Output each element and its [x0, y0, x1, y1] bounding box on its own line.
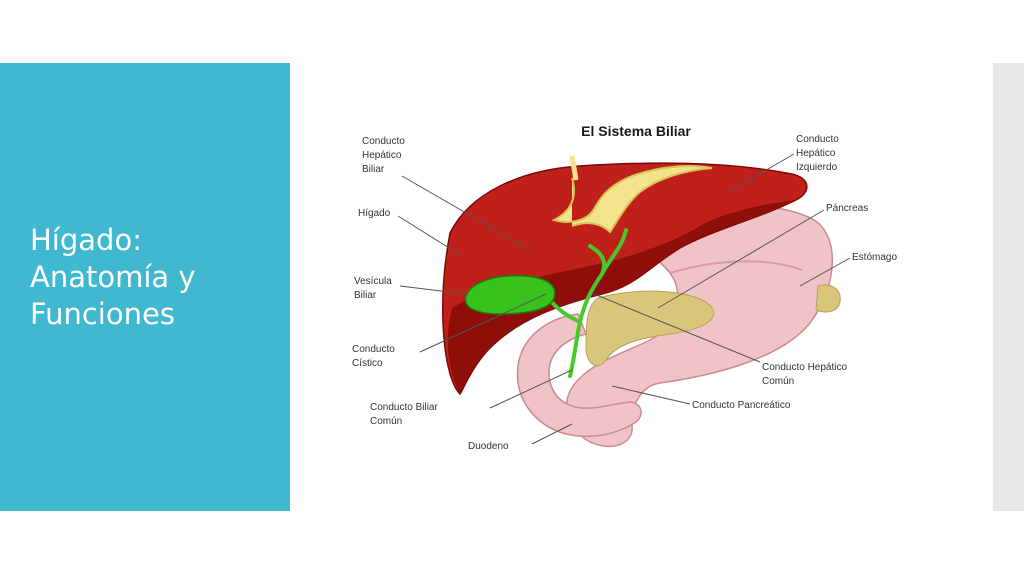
gallbladder-shape [464, 274, 556, 315]
title-panel [0, 63, 290, 511]
label-estomago: Estómago [852, 252, 897, 263]
leader-hepatico-comun [593, 293, 761, 363]
leader-biliar-comun [489, 369, 573, 409]
liver-ligament [569, 155, 579, 181]
slide-title-line-1: Hígado: [30, 223, 142, 258]
label-vesicula-biliar: Vesícula Biliar [354, 276, 395, 301]
biliary-system-figure: El Sistema Biliar Conducto Hepático Bili… [340, 108, 940, 468]
diagram-title: El Sistema Biliar [581, 123, 691, 139]
leader-vesicula [399, 285, 467, 295]
hepatic-duct-branches [551, 165, 713, 234]
leader-estomago [799, 257, 851, 287]
slide-title: Hígado: Anatomía y Funciones [30, 222, 280, 333]
stomach-fold [669, 260, 803, 274]
leader-hepatico-izquierdo [727, 153, 795, 193]
pancreas-tail [815, 284, 841, 313]
label-conducto-hepatico-biliar: Conducto Hepático Biliar [362, 136, 408, 175]
leader-cistico [419, 293, 547, 353]
biliary-system-diagram: El Sistema Biliar Conducto Hepático Bili… [352, 123, 897, 452]
label-conducto-pancreatico: Conducto Pancreático [692, 400, 791, 411]
slide-title-line-2: Anatomía y [30, 260, 196, 295]
leader-pancreatico [611, 385, 691, 405]
duodenum-shape [516, 313, 642, 438]
label-higado: Hígado [358, 208, 391, 219]
leader-higado [397, 215, 463, 257]
right-edge-strip [993, 63, 1024, 511]
label-conducto-cistico: Conducto Cístico [352, 344, 398, 369]
leader-pancreas [657, 209, 825, 309]
label-conducto-biliar-comun: Conducto Biliar Común [370, 402, 441, 427]
leader-hepatico-biliar [401, 175, 531, 251]
bile-duct-network [542, 228, 628, 378]
label-duodeno: Duodeno [468, 441, 509, 452]
pancreas-shape [585, 290, 715, 367]
label-pancreas: Páncreas [826, 203, 868, 214]
slide-title-line-3: Funciones [30, 297, 175, 332]
leader-lines [397, 153, 851, 445]
leader-duodeno [531, 423, 573, 445]
label-conducto-hepatico-izquierdo: Conducto Hepático Izquierdo [796, 134, 842, 173]
label-conducto-hepatico-comun: Conducto Hepático Común [762, 362, 850, 387]
